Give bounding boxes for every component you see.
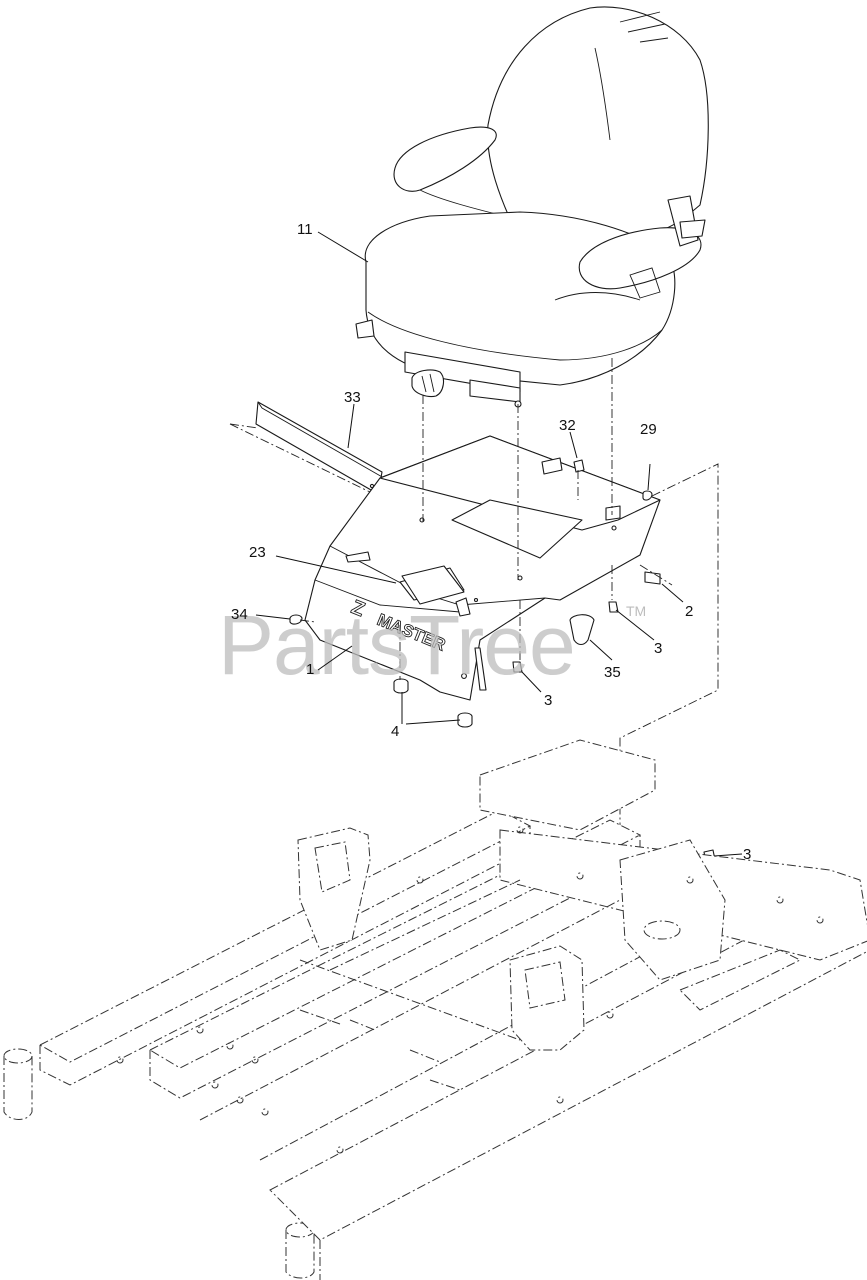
item-33-plate[interactable] — [229, 401, 385, 495]
callout-4: 4 — [391, 723, 399, 740]
callout-3c: 3 — [743, 846, 751, 863]
item-35-bumper — [569, 614, 595, 646]
callout-3b: 3 — [544, 692, 552, 709]
callout-2: 2 — [685, 603, 693, 620]
callout-3a: 3 — [654, 640, 662, 657]
seat-assembly[interactable] — [355, 6, 709, 408]
item-2-bolt — [644, 571, 661, 585]
item-4-grommet-a — [393, 678, 409, 694]
item-4-grommet-b — [457, 712, 473, 728]
callouts: 11 33 32 29 23 2 34 3 1 35 3 4 3 — [231, 221, 751, 863]
tractor-frame[interactable] — [3, 739, 867, 1280]
callout-1: 1 — [306, 661, 314, 678]
item-34-plug — [289, 614, 303, 625]
callout-32: 32 — [559, 417, 576, 434]
watermark: PartsTree TM — [218, 598, 646, 692]
callout-35: 35 — [604, 664, 621, 681]
callout-34: 34 — [231, 606, 248, 623]
callout-11: 11 — [297, 221, 313, 238]
callout-23: 23 — [249, 544, 266, 561]
watermark-trademark: TM — [626, 603, 646, 619]
item-23-decal[interactable] — [401, 565, 465, 605]
hardware — [289, 459, 716, 863]
callout-33: 33 — [344, 389, 361, 406]
leader-lines — [255, 231, 743, 857]
item-32-nut — [573, 459, 585, 473]
watermark-text: PartsTree — [218, 598, 575, 692]
frame-holes — [116, 826, 824, 1154]
seat-mount-plate[interactable]: Z MASTER — [304, 435, 661, 701]
item-29-washer — [642, 490, 653, 501]
callout-29: 29 — [640, 421, 657, 438]
